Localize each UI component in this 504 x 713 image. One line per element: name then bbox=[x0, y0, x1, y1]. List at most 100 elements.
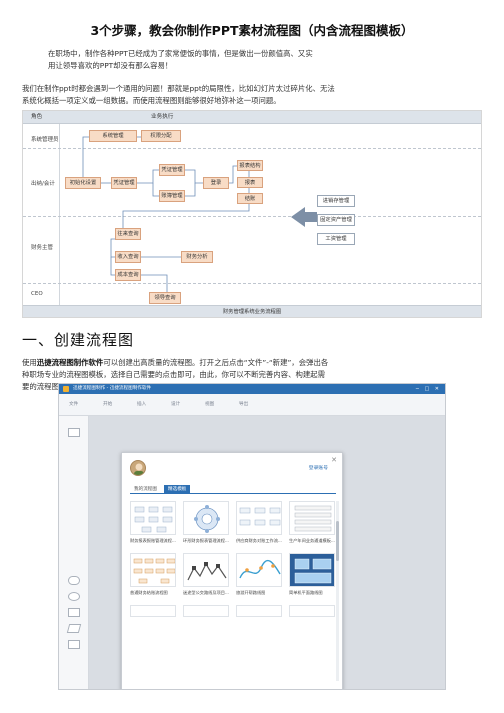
template-caption: 供应商财务对账工作流... bbox=[236, 538, 282, 543]
lane-label: CEO bbox=[31, 291, 43, 297]
template-caption: 旅游开帮路线图 bbox=[236, 590, 266, 595]
side-arrow bbox=[291, 207, 317, 227]
template-thumbnail bbox=[183, 553, 229, 587]
lane-divider bbox=[59, 124, 60, 306]
template-thumbnail bbox=[289, 605, 335, 617]
template-thumbnail bbox=[130, 605, 176, 617]
box-leader-review: 领导查询 bbox=[149, 292, 181, 304]
body-line: 种职场专业的流程图模板，选择自己需要的点击即可，由此，你可以不断完善内容、构建起… bbox=[22, 370, 326, 379]
toolbar-export[interactable]: 导出 bbox=[239, 402, 249, 407]
toolbar-view[interactable]: 视图 bbox=[205, 402, 215, 407]
header-business: 业务执行 bbox=[151, 114, 174, 120]
box-voucher-query: 凭证管理 bbox=[159, 164, 185, 176]
shape-panel bbox=[59, 416, 89, 689]
lane-label: 系统管理员 bbox=[31, 137, 59, 143]
flowchart-header: 角色 业务执行 bbox=[23, 111, 481, 124]
shape-circle-icon[interactable] bbox=[68, 592, 80, 601]
template-caption: 生产年间业务通道模板... bbox=[289, 538, 335, 543]
close-icon[interactable]: ✕ bbox=[331, 456, 337, 464]
box-voucher-management: 凭证管理 bbox=[111, 177, 137, 189]
box-inventory-management: 进销存管理 bbox=[317, 195, 355, 207]
template-thumbnail bbox=[183, 605, 229, 617]
tab-my-flowcharts[interactable]: 我的流程图 bbox=[134, 487, 157, 492]
template-card[interactable]: 旅游开帮路线图 bbox=[236, 553, 282, 596]
template-card[interactable]: 简单机平面路线图 bbox=[289, 553, 335, 596]
template-caption: 迷途型公交路线及项目... bbox=[183, 590, 229, 595]
template-card[interactable]: 迷途型公交路线及项目... bbox=[183, 553, 229, 596]
app-window-title: 迅捷流程图制作 - 迅捷流程图制作软件 bbox=[73, 386, 152, 391]
template-tabs: 我的流程图 精选模板 bbox=[130, 485, 336, 494]
app-toolbar: 文件 开始 插入 设计 视图 导出 bbox=[59, 394, 445, 416]
template-thumbnail bbox=[236, 501, 282, 535]
shape-document-icon[interactable] bbox=[68, 640, 80, 649]
template-card[interactable]: 生产年间业务通道模板... bbox=[289, 501, 335, 544]
box-report-structure: 报表结构 bbox=[237, 160, 263, 171]
box-system-management: 系统管理 bbox=[89, 130, 137, 142]
template-caption: 环形财务报表管理流程... bbox=[183, 538, 229, 543]
body-line: 系统化概括一项定义或一组数据。而使用流程图则能够很好地弥补这一项问题。 bbox=[22, 96, 281, 105]
toolbar-insert[interactable]: 插入 bbox=[137, 402, 147, 407]
lane-label: 财务主管 bbox=[31, 245, 54, 251]
scrollbar-thumb[interactable] bbox=[336, 521, 339, 561]
flowchart-caption: 财务管理系统业务流程图 bbox=[23, 305, 481, 317]
lane-label: 出纳/会计 bbox=[31, 181, 55, 187]
section-heading: 一、创建流程图 bbox=[22, 331, 135, 349]
body-paragraph-2: 使用迅捷流程图制作软件可以创建出高质量的流程图。打开之后点击“文件”-“新建”，… bbox=[22, 357, 484, 393]
template-thumbnail bbox=[289, 501, 335, 535]
drawing-canvas[interactable]: ✕ 登录账号 我的流程图 精选模板 财务报表报账管理流程... bbox=[89, 416, 445, 689]
box-account-management: 账簿管理 bbox=[159, 190, 185, 202]
tab-featured-templates[interactable]: 精选模板 bbox=[164, 485, 191, 494]
body-line: 使用迅捷流程图制作软件可以创建出高质量的流程图。打开之后点击“文件”-“新建”，… bbox=[22, 357, 484, 369]
template-card[interactable] bbox=[236, 605, 282, 617]
business-flowchart: 角色 业务执行 系统管理员 出纳/会计 财务主管 CEO 系统管理 权限分配 bbox=[22, 110, 482, 318]
box-income-query: 收入查询 bbox=[115, 251, 141, 263]
header-role: 角色 bbox=[31, 114, 43, 120]
template-card[interactable] bbox=[130, 605, 176, 617]
template-caption: 简单机平面路线图 bbox=[289, 590, 323, 595]
intro-line: 用让领导喜欢的PPT却没有那么容易！ bbox=[48, 61, 173, 70]
toolbar-home[interactable]: 开始 bbox=[103, 402, 113, 407]
shape-rectangle-icon[interactable] bbox=[68, 428, 80, 437]
toolbar-file[interactable]: 文件 bbox=[69, 402, 79, 407]
page-title: 3个步骤，教会你制作PPT素材流程图（内含流程图模板） bbox=[90, 23, 414, 38]
template-thumbnail bbox=[183, 501, 229, 535]
template-card[interactable]: 供应商财务对账工作流... bbox=[236, 501, 282, 544]
template-card[interactable]: 环形财务报表管理流程... bbox=[183, 501, 229, 544]
software-name: 迅捷流程图制作软件 bbox=[36, 358, 104, 367]
template-thumbnail bbox=[236, 553, 282, 587]
box-financial-analysis: 财务分析 bbox=[181, 251, 213, 263]
template-card[interactable] bbox=[289, 605, 335, 617]
template-card[interactable]: 普通财务结账流程图 bbox=[130, 553, 176, 596]
app-titlebar: 迅捷流程图制作 - 迅捷流程图制作软件 ─ □ ✕ bbox=[59, 384, 445, 394]
box-general-query: 往来查询 bbox=[115, 228, 141, 240]
app-logo-icon bbox=[63, 386, 69, 392]
intro-line: 在职场中，制作各种PPT已经成为了家常便饭的事情，但是做出一份颜值高、又实 bbox=[48, 49, 313, 58]
box-closing: 结账 bbox=[237, 193, 263, 204]
dialog-scrollbar[interactable] bbox=[336, 501, 339, 681]
toolbar-design[interactable]: 设计 bbox=[171, 402, 181, 407]
text-prefix: 使用 bbox=[22, 358, 37, 367]
template-thumbnail bbox=[289, 553, 335, 587]
avatar[interactable] bbox=[130, 460, 146, 476]
shape-data-icon[interactable] bbox=[66, 624, 82, 633]
login-link[interactable]: 登录账号 bbox=[308, 466, 328, 471]
app-screenshot: 迅捷流程图制作 - 迅捷流程图制作软件 ─ □ ✕ 文件 开始 插入 设计 视图… bbox=[58, 383, 446, 690]
shape-process-icon[interactable] bbox=[68, 608, 80, 617]
box-report: 报表 bbox=[237, 177, 263, 188]
template-card[interactable]: 财务报表报账管理流程... bbox=[130, 501, 176, 544]
template-dialog: ✕ 登录账号 我的流程图 精选模板 财务报表报账管理流程... bbox=[121, 452, 343, 689]
box-permission-assign: 权限分配 bbox=[141, 130, 181, 142]
template-caption: 财务报表报账管理流程... bbox=[130, 538, 176, 543]
box-posting: 登录 bbox=[203, 177, 229, 189]
text-rest: 可以创建出高质量的流程图。打开之后点击“文件”-“新建”，会弹出各 bbox=[103, 358, 329, 367]
body-paragraph: 我们在制作ppt时都会遇到一个通用的问题！那就是ppt的局限性，比如幻灯片太过碎… bbox=[22, 83, 482, 107]
window-controls[interactable]: ─ □ ✕ bbox=[415, 386, 441, 392]
box-expense-query: 成本查询 bbox=[115, 269, 141, 281]
template-thumbnail bbox=[236, 605, 282, 617]
template-caption: 普通财务结账流程图 bbox=[130, 590, 168, 595]
lane-separator bbox=[23, 283, 481, 284]
shape-rounded-icon[interactable] bbox=[68, 576, 80, 585]
intro-paragraph: 在职场中，制作各种PPT已经成为了家常便饭的事情，但是做出一份颜值高、又实 用让… bbox=[48, 48, 448, 72]
template-card[interactable] bbox=[183, 605, 229, 617]
body-line: 要的流程图。 bbox=[22, 382, 67, 391]
